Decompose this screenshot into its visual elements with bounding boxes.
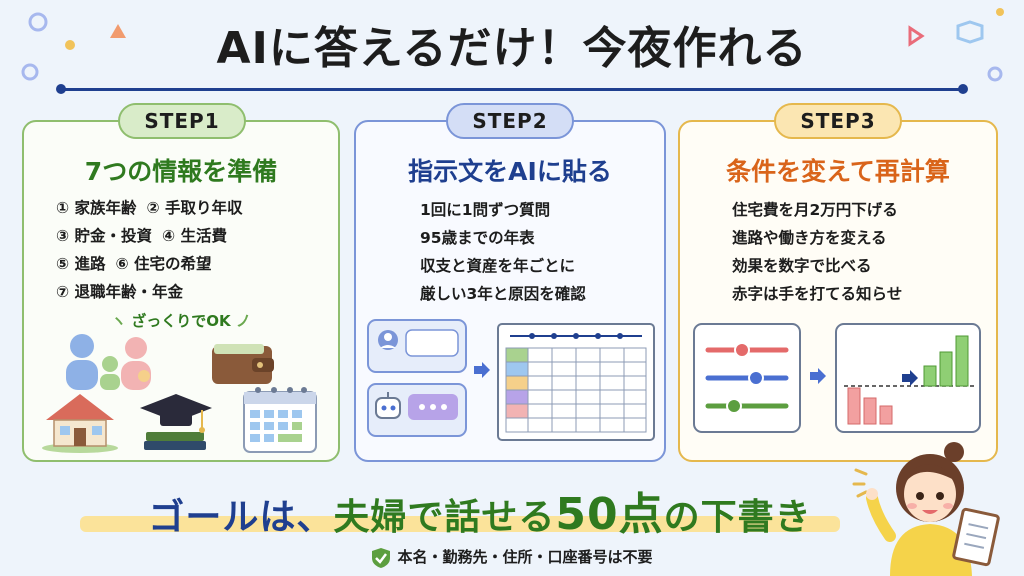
step1-heading: 7つの情報を準備 <box>84 157 278 186</box>
list-item: ⑦ 退職年齢・年金 <box>56 280 370 308</box>
list-item: 住宅費を月2万円下げる <box>732 201 898 219</box>
step1-list: ① 家族年齢 ② 手取り年収 ③ 貯金・投資 ④ 生活費 ⑤ 進路 ⑥ 住宅の希望 ⑦… <box>56 196 370 308</box>
item-text: ⑤ 進路 <box>56 255 106 273</box>
footer-text: 本名・勤務先・住所・口座番号は不要 <box>397 548 653 566</box>
list-item: ① 家族年齢 ② 手取り年収 <box>56 196 370 224</box>
item-text: ③ 貯金・投資 <box>56 227 153 245</box>
arrow-right-icon <box>810 368 826 384</box>
robot-chat-icon <box>367 383 467 437</box>
goal-part: 50点 <box>555 489 664 540</box>
list-item: 1回に1問ずつ質問 <box>420 201 551 219</box>
title-divider <box>56 84 968 94</box>
list-item: ③ 貯金・投資 ④ 生活費 <box>56 224 370 252</box>
step2-card: 指示文をAIに貼る 1回に1問ずつ質問 95歳までの年表 収支と資産を年ごとに … <box>354 120 666 462</box>
goal-part: ゴールは、 <box>148 497 334 538</box>
item-text: ④ 生活費 <box>162 227 228 245</box>
list-item: 95歳までの年表 <box>420 229 535 247</box>
item-text: ① 家族年齢 <box>56 199 137 217</box>
table-icon <box>497 323 655 441</box>
step3-card: 条件を変えて再計算 住宅費を月2万円下げる 進路や働き方を変える 効果を数字で比… <box>678 120 998 462</box>
list-item: 効果を数字で比べる <box>732 257 872 275</box>
goal-text: ゴールは、夫婦で話せる50点の下書き <box>80 478 880 540</box>
step3-list: 住宅費を月2万円下げる 進路や働き方を変える 効果を数字で比べる 赤字は手を打て… <box>680 198 996 310</box>
shield-check-icon <box>372 547 391 568</box>
calendar-icon <box>243 387 317 453</box>
step3-heading: 条件を変えて再計算 <box>726 157 950 186</box>
footer-note: 本名・勤務先・住所・口座番号は不要 <box>0 546 1024 569</box>
list-item: 赤字は手を打てる知らせ <box>732 285 903 303</box>
step1-label: STEP1 <box>118 103 246 139</box>
step3-label: STEP3 <box>774 103 902 139</box>
step2-label: STEP2 <box>446 103 574 139</box>
wallet-icon <box>212 344 274 384</box>
note-text: ざっくりでOK <box>131 312 231 330</box>
bar-chart-icon <box>835 323 981 433</box>
goal-highlight <box>80 516 840 532</box>
step2-heading: 指示文をAIに貼る <box>408 157 612 186</box>
goal-part: の下書き <box>663 497 812 538</box>
slider-icon <box>693 323 801 433</box>
woman-clipboard-icon <box>852 442 1000 576</box>
page-title: AIに答えるだけ！今夜作れる <box>216 23 808 74</box>
step2-list: 1回に1問ずつ質問 95歳までの年表 収支と資産を年ごとに 厳しい3年と原因を確… <box>356 198 664 310</box>
list-item: ⑤ 進路 ⑥ 住宅の希望 <box>56 252 370 280</box>
family-icon <box>66 334 151 390</box>
user-chat-icon <box>367 319 467 373</box>
house-icon <box>42 394 118 453</box>
step1-note: ヽ ざっくりでOK ノ <box>111 312 251 330</box>
goal-part: 夫婦で話せる <box>333 497 556 538</box>
list-item: 厳しい3年と原因を確認 <box>420 285 586 303</box>
arrow-right-icon <box>474 362 490 378</box>
list-item: 収支と資産を年ごとに <box>420 257 576 275</box>
step1-card: 7つの情報を準備 ① 家族年齢 ② 手取り年収 ③ 貯金・投資 ④ 生活費 ⑤ 進路… <box>22 120 340 462</box>
item-text: ② 手取り年収 <box>146 199 243 217</box>
item-text: ⑦ 退職年齢・年金 <box>56 283 184 301</box>
decoration-shapes <box>21 8 1004 82</box>
item-text: ⑥ 住宅の希望 <box>115 255 212 273</box>
graduation-cap-icon <box>140 394 212 450</box>
list-item: 進路や働き方を変える <box>732 229 887 247</box>
